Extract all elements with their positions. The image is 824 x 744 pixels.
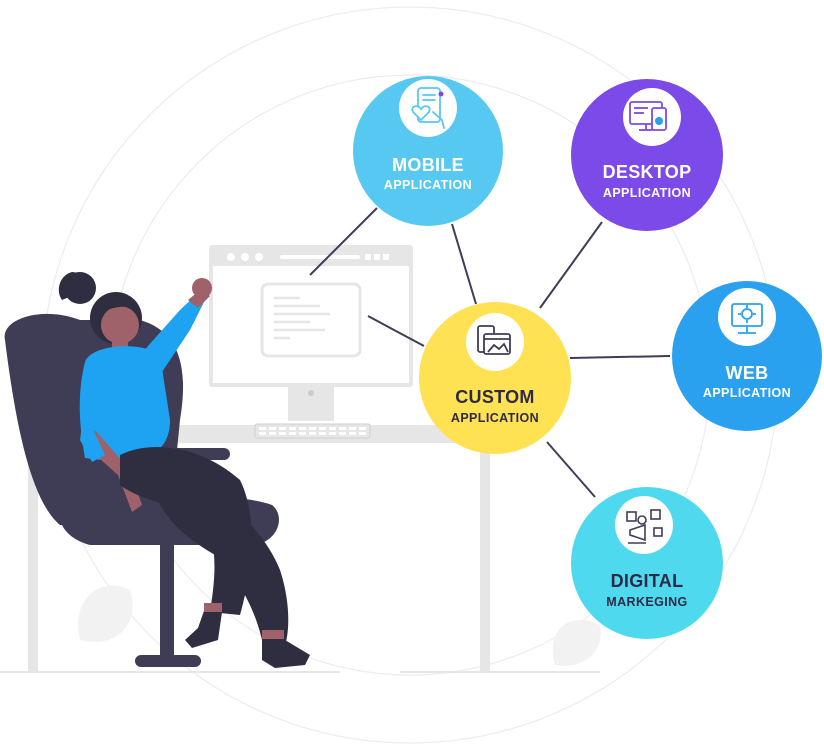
app-window-icon	[466, 313, 524, 371]
node-web-application[interactable]: WEB APPLICATION	[672, 281, 822, 431]
node-desktop-circle	[571, 79, 723, 231]
node-mobile-subtitle: APPLICATION	[384, 178, 472, 192]
node-custom-circle	[419, 302, 571, 454]
node-desktop-subtitle: APPLICATION	[603, 186, 691, 200]
phone-heart-icon	[399, 79, 457, 137]
node-custom-application[interactable]: CUSTOM APPLICATION	[419, 302, 571, 454]
node-desktop-title: DESKTOP	[603, 162, 692, 182]
node-web-circle	[672, 281, 822, 431]
node-custom-subtitle: APPLICATION	[451, 411, 539, 425]
node-mobile-title: MOBILE	[392, 155, 464, 175]
megaphone-media-icon	[615, 496, 673, 554]
node-web-title: WEB	[726, 363, 769, 383]
node-web-subtitle: APPLICATION	[703, 386, 791, 400]
decorative-leaves	[78, 585, 601, 666]
monitor-phone-icon	[623, 88, 681, 146]
node-mobile-circle	[353, 76, 503, 226]
node-digital-title: DIGITAL	[611, 571, 684, 591]
node-custom-title: CUSTOM	[455, 387, 534, 407]
monitor	[209, 245, 413, 421]
keyboard	[254, 423, 371, 439]
node-mobile-application[interactable]: MOBILE APPLICATION	[353, 76, 503, 226]
node-digital-circle	[571, 487, 723, 639]
node-desktop-application[interactable]: DESKTOP APPLICATION	[571, 79, 723, 231]
gear-screen-icon	[718, 288, 776, 346]
node-digital-marketing[interactable]: DIGITAL MARKEGING	[571, 487, 723, 639]
node-digital-subtitle: MARKEGING	[606, 595, 687, 609]
person-illustration	[58, 272, 310, 668]
connector-lines	[309, 207, 671, 498]
